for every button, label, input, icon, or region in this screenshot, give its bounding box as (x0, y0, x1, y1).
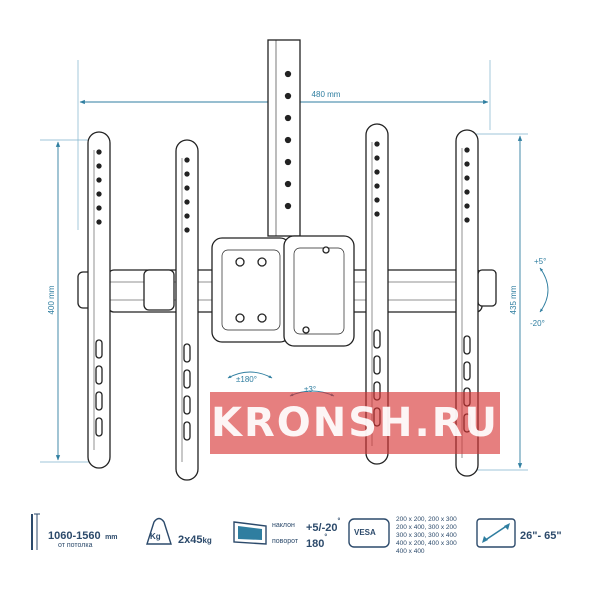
weight-icon-label: Kg (150, 532, 161, 541)
vesa-label: VESA (354, 528, 376, 537)
clamp-right (477, 269, 497, 307)
rotate-value: 180 (306, 538, 325, 550)
vesa-item: 400 x 200, 400 x 300 (396, 540, 457, 547)
spec-height: 1060-1560 mm от потолка (28, 508, 140, 578)
tilt-up-label: +5° (534, 257, 546, 266)
mount-drawing: 480 mm 400 mm 435 mm +5° -20° ±180° ±3° (40, 39, 549, 481)
rotation-indicator-180: ±180° (227, 371, 273, 384)
spec-bar: 1060-1560 mm от потолка Kg 2x45kg наклон… (0, 508, 600, 578)
vesa-bar-1 (87, 131, 111, 469)
diagonal-value: 26"- 65" (520, 530, 562, 542)
vesa-bar-2 (175, 139, 199, 481)
height-left-label: 400 mm (47, 285, 56, 314)
height-range: 1060-1560 (48, 530, 101, 542)
vesa-item: 300 x 300, 300 x 400 (396, 532, 457, 539)
tilt-deg: ° (337, 518, 341, 525)
spec-tilt-rotate: наклон +5/-20° поворот 180° (232, 508, 348, 578)
ceiling-height-icon (31, 513, 40, 550)
center-head-left (211, 237, 291, 343)
tilt-down-label: -20° (530, 319, 545, 328)
height-caption: от потолка (58, 542, 93, 549)
height-unit: mm (105, 534, 118, 541)
spec-weight: Kg 2x45kg (144, 508, 234, 578)
screen-diagonal-icon (476, 518, 516, 548)
ceiling-pole (267, 39, 301, 237)
center-head-right (283, 235, 355, 347)
vesa-icon (348, 518, 390, 548)
rotate-deg: ° (324, 534, 328, 541)
rotate-180-label: ±180° (236, 375, 257, 384)
dimension-height-left: 400 mm (47, 141, 61, 461)
weight-value: 2x45 (178, 534, 203, 546)
height-right-label: 435 mm (509, 285, 518, 314)
tilt-indicator: +5° -20° (530, 257, 549, 328)
extension-lines (40, 60, 528, 471)
rotate-3-label: ±3° (304, 385, 316, 394)
dimension-height-right: 435 mm (509, 135, 523, 469)
spec-diagonal: 26"- 65" (476, 508, 586, 578)
tilt-label: наклон (272, 522, 295, 529)
rotate-label: поворот (272, 538, 299, 545)
width-label: 480 mm (312, 90, 341, 99)
vesa-item: 400 x 400 (396, 548, 425, 555)
vesa-item: 200 x 200, 200 x 300 (396, 516, 457, 523)
vesa-item: 200 x 400, 300 x 200 (396, 524, 457, 531)
weight-icon (146, 517, 172, 545)
tilt-value: +5/-20 (306, 522, 338, 534)
weight-unit: kg (202, 536, 212, 545)
vesa-list: 200 x 200, 200 x 300 200 x 400, 300 x 20… (396, 516, 457, 556)
spec-vesa: VESA 200 x 200, 200 x 300 200 x 400, 300… (348, 508, 472, 578)
watermark: KRONSH.RU (210, 392, 500, 454)
tv-tilt-icon (233, 521, 267, 545)
clamp-left-inner (143, 269, 175, 311)
